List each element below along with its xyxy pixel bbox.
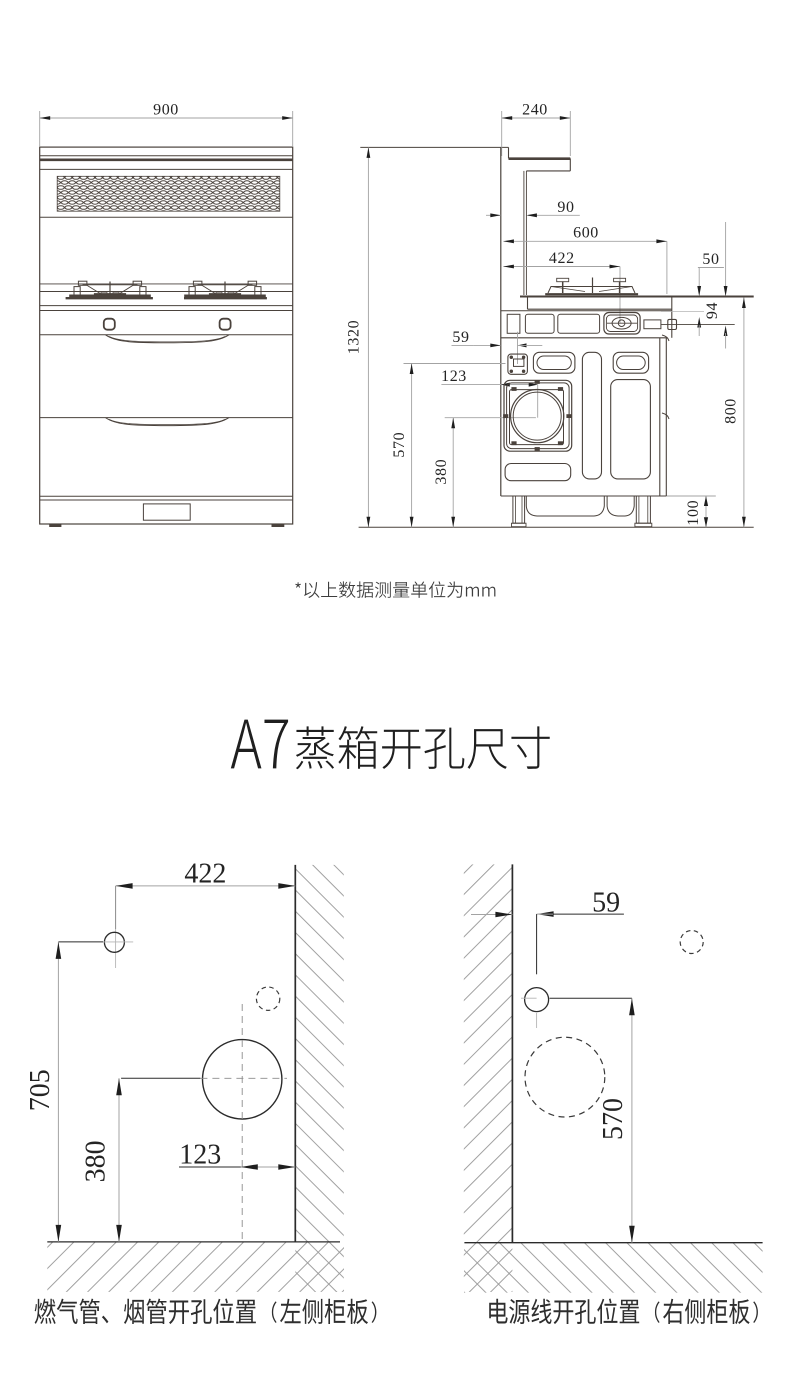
- svg-text:705: 705: [25, 1069, 56, 1111]
- svg-text:94: 94: [704, 302, 721, 319]
- svg-text:240: 240: [522, 102, 548, 119]
- svg-text:123: 123: [179, 1140, 221, 1171]
- svg-text:570: 570: [391, 432, 408, 458]
- svg-text:59: 59: [592, 888, 620, 919]
- svg-text:800: 800: [723, 398, 740, 424]
- svg-text:123: 123: [441, 368, 467, 385]
- svg-text:380: 380: [433, 459, 450, 485]
- svg-text:422: 422: [549, 250, 575, 267]
- svg-text:90: 90: [557, 199, 574, 216]
- svg-text:900: 900: [153, 102, 179, 119]
- svg-text:380: 380: [81, 1140, 112, 1182]
- svg-text:100: 100: [685, 500, 702, 526]
- svg-text:59: 59: [452, 329, 469, 346]
- svg-text:570: 570: [598, 1098, 629, 1140]
- svg-text:600: 600: [573, 225, 599, 242]
- svg-text:1320: 1320: [346, 320, 363, 354]
- svg-text:422: 422: [184, 859, 226, 890]
- svg-text:50: 50: [702, 251, 719, 268]
